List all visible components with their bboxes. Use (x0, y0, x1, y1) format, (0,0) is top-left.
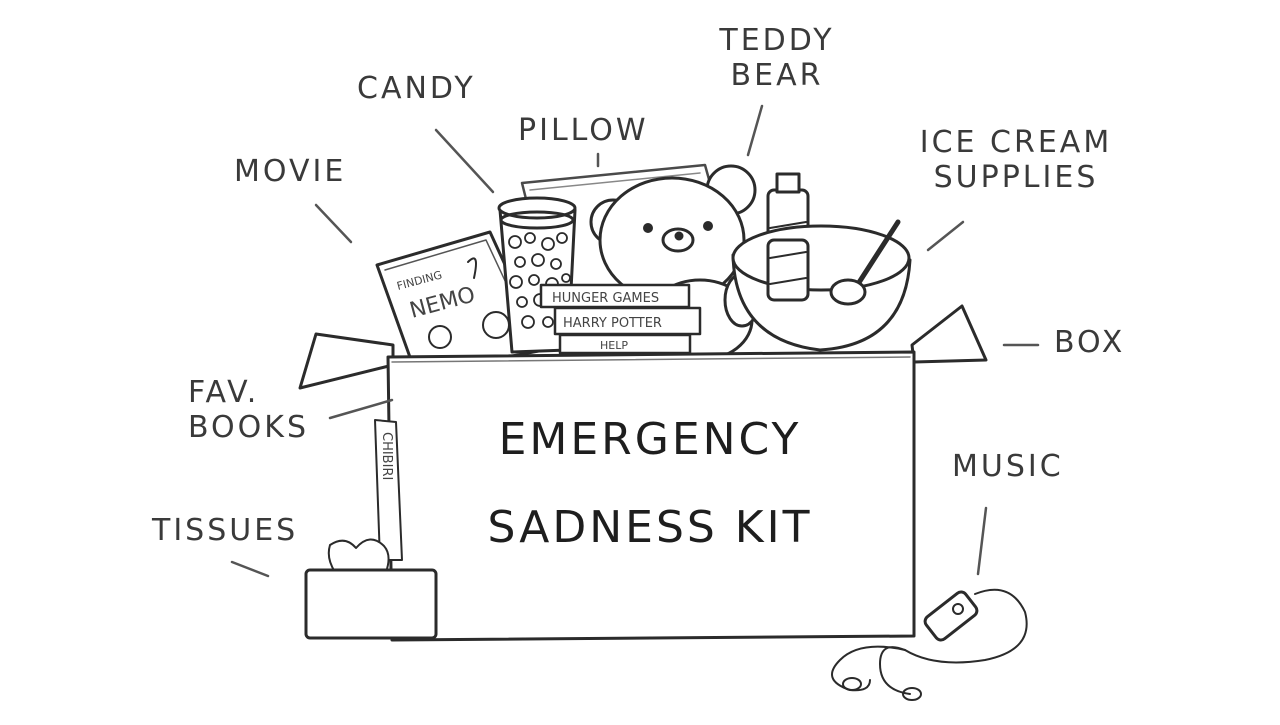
ice-cream-supplies-label: ICE CREAM SUPPLIES (896, 125, 1136, 195)
books-leader (328, 398, 394, 420)
box-label: BOX (1054, 325, 1126, 360)
fav-books-label: FAV. BOOKS (188, 375, 309, 445)
pillow-label: PILLOW (518, 113, 649, 148)
teddy-label-line1: TEDDY (719, 23, 835, 58)
music-leader (976, 506, 988, 576)
fav-label-line2: BOOKS (188, 409, 309, 445)
book-2-title: HARRY POTTER (563, 316, 662, 331)
book-3-title: HELP (600, 339, 628, 352)
books-stack-drawing: HUNGER GAMES HARRY POTTER HELP (539, 283, 702, 355)
leader-lines (230, 104, 1040, 578)
tissue-box-drawing (304, 538, 438, 640)
teddy-label-line2: BEAR (730, 57, 824, 93)
music-label: MUSIC (952, 449, 1064, 484)
tissues-label: TISSUES (152, 513, 299, 548)
ice-label-line1: ICE CREAM (919, 125, 1113, 160)
movie-label: MOVIE (234, 154, 347, 189)
ice-cream-leader (926, 220, 965, 252)
candy-leader (434, 128, 495, 194)
book-spine-text: CHIBIRI (379, 432, 394, 480)
ice-cream-supplies-drawing (731, 172, 912, 352)
tissues-leader (230, 560, 270, 578)
movie-leader (314, 203, 353, 244)
book-1-title: HUNGER GAMES (552, 291, 659, 306)
teddy-leader (746, 104, 764, 157)
candy-label: CANDY (357, 71, 476, 106)
music-player-drawing (831, 588, 1028, 701)
movie-dvd-drawing: FINDING NEMO (375, 230, 546, 376)
teddy-bear-label: TEDDY BEAR (712, 23, 842, 93)
box-drawing (298, 304, 988, 642)
fav-label-line1: FAV. (188, 375, 260, 410)
box-title-line1: EMERGENCY (498, 414, 802, 465)
box-title-line2: SADNESS KIT (487, 502, 813, 553)
ice-label-line2: SUPPLIES (933, 159, 1099, 195)
leaning-book-drawing: CHIBIRI (374, 419, 403, 561)
